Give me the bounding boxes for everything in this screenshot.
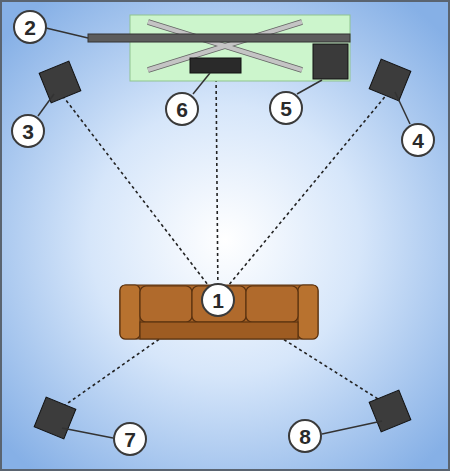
callout-circle: 4 [401,123,435,157]
callout-circle: 6 [165,92,199,126]
callout-circle: 3 [11,114,45,148]
callout-circle: 5 [269,91,303,125]
leader-lines [38,28,410,438]
tv-screen [88,34,350,42]
callout-circle: 7 [113,422,147,456]
callout-number: 3 [22,121,34,142]
callout-number: 2 [24,17,36,38]
sight-lines [58,72,388,410]
callout-number: 1 [212,290,224,311]
callout-circle: 8 [288,419,322,453]
speakers [34,59,411,439]
callout-circle: 2 [13,10,47,44]
callout-number: 5 [280,98,292,119]
subwoofer [313,44,348,79]
tv-stand [130,15,350,81]
callout-number: 7 [124,429,136,450]
callout-number: 6 [176,99,188,120]
callout-number: 4 [412,130,424,151]
center-speaker [190,58,241,73]
callout-circle: 1 [201,283,235,317]
callout-number: 8 [299,426,311,447]
